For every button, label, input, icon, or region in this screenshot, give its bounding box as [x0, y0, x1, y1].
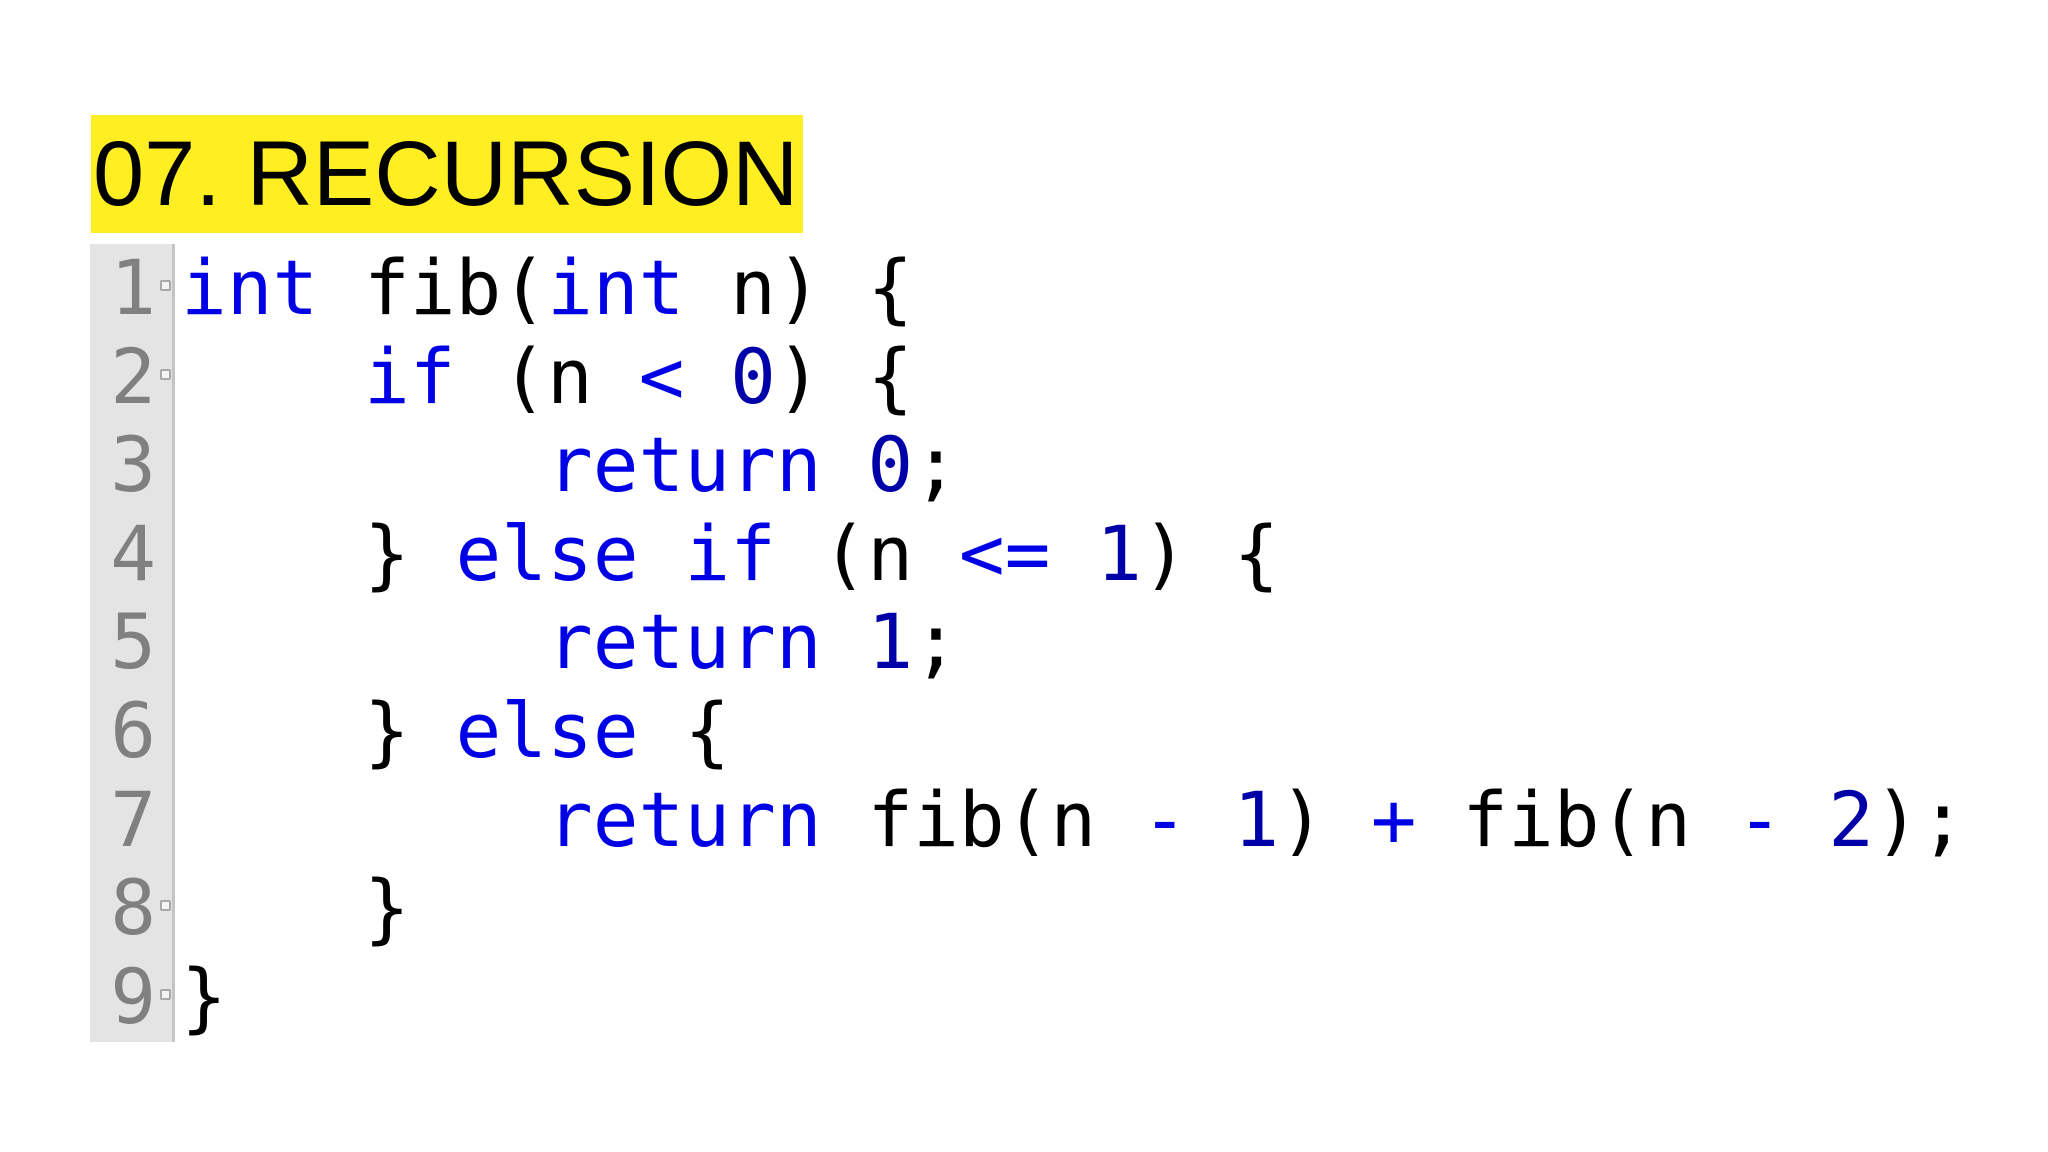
code-token: ) {	[775, 331, 914, 421]
operator-token: <	[638, 331, 685, 421]
fold-marker-icon[interactable]	[160, 900, 171, 912]
line-number: 4	[110, 508, 156, 598]
keyword-token: return	[547, 597, 822, 687]
code-token	[822, 597, 868, 686]
code-token: n) {	[684, 243, 914, 332]
code-line[interactable]: 4 } else if (n <= 1) {	[90, 508, 1990, 599]
keyword-token: if	[364, 331, 456, 421]
number-token: 2	[1828, 774, 1875, 864]
line-number: 2	[110, 331, 156, 421]
operator-token: -	[1736, 774, 1783, 864]
code-token: fib(n	[1416, 774, 1737, 864]
code-text: } else {	[181, 685, 731, 776]
code-text: return 1;	[181, 598, 959, 687]
code-line[interactable]: 6 } else {	[90, 685, 1990, 776]
code-token: )	[1279, 774, 1371, 864]
line-number: 3	[110, 420, 156, 510]
code-text: return fib(n - 1) + fib(n - 2);	[181, 774, 1966, 865]
code-line[interactable]: 9}	[90, 951, 1990, 1042]
code-line[interactable]: 2 if (n < 0) {	[90, 331, 1990, 422]
code-line[interactable]: 1 int fib(int n) {	[90, 243, 1990, 333]
code-text: }	[181, 951, 227, 1042]
code-line[interactable]: 3 return 0;	[90, 420, 1990, 510]
code-token: );	[1874, 774, 1966, 864]
line-number: 5	[110, 597, 156, 687]
code-text: } else if (n <= 1) {	[181, 508, 1280, 599]
code-token: {	[638, 685, 731, 775]
code-text: return 0;	[181, 420, 959, 510]
code-line[interactable]: 7 return fib(n - 1) + fib(n - 2);	[90, 774, 1990, 865]
code-token	[1188, 775, 1234, 864]
code-line[interactable]: 5 return 1;	[90, 598, 1990, 687]
slide-title: 07. RECURSION	[91, 115, 803, 233]
operator-token: <=	[958, 508, 1051, 598]
number-token: 0	[867, 420, 914, 510]
number-token: 1	[1233, 774, 1280, 864]
code-token: ;	[913, 597, 959, 687]
keyword-token: int	[181, 243, 319, 332]
code-token	[1050, 509, 1096, 598]
keyword-token: if	[684, 508, 776, 598]
code-token: fib(n	[821, 774, 1142, 864]
line-number: 9	[110, 951, 156, 1041]
code-token: }	[181, 951, 227, 1041]
keyword-token: return	[547, 774, 822, 864]
keyword-token: return	[547, 420, 822, 510]
code-token: }	[181, 863, 410, 953]
code-token	[1783, 775, 1829, 864]
code-token	[822, 420, 868, 509]
fold-marker-icon[interactable]	[160, 988, 171, 1000]
number-token: 0	[730, 331, 776, 421]
number-token: 1	[867, 597, 914, 687]
code-token	[684, 332, 730, 421]
fold-marker-icon[interactable]	[160, 280, 171, 291]
code-token: ;	[913, 420, 959, 510]
code-token: }	[181, 508, 456, 598]
operator-token: +	[1370, 774, 1417, 864]
keyword-token: else	[455, 685, 639, 775]
code-token: ) {	[1141, 508, 1280, 598]
line-number: 6	[110, 685, 156, 775]
keyword-token: else	[455, 508, 639, 598]
code-line[interactable]: 8 }	[90, 863, 1990, 953]
code-token	[181, 420, 547, 509]
code-token: (n	[775, 508, 959, 598]
code-token	[181, 597, 547, 686]
fold-marker-icon[interactable]	[160, 368, 171, 380]
code-text: }	[181, 863, 410, 953]
code-text: if (n < 0) {	[181, 331, 914, 422]
line-number: 8	[110, 863, 156, 953]
code-token	[181, 775, 547, 864]
operator-token: -	[1141, 774, 1188, 864]
code-token: }	[181, 685, 456, 775]
number-token: 1	[1096, 508, 1142, 598]
code-token: fib(	[318, 243, 548, 332]
line-number: 1	[110, 243, 156, 332]
line-number: 7	[110, 774, 156, 864]
code-token	[639, 509, 685, 598]
keyword-token: int	[547, 243, 685, 332]
code-token: (n	[455, 331, 639, 421]
code-token	[181, 332, 364, 421]
code-text: int fib(int n) {	[181, 243, 914, 333]
